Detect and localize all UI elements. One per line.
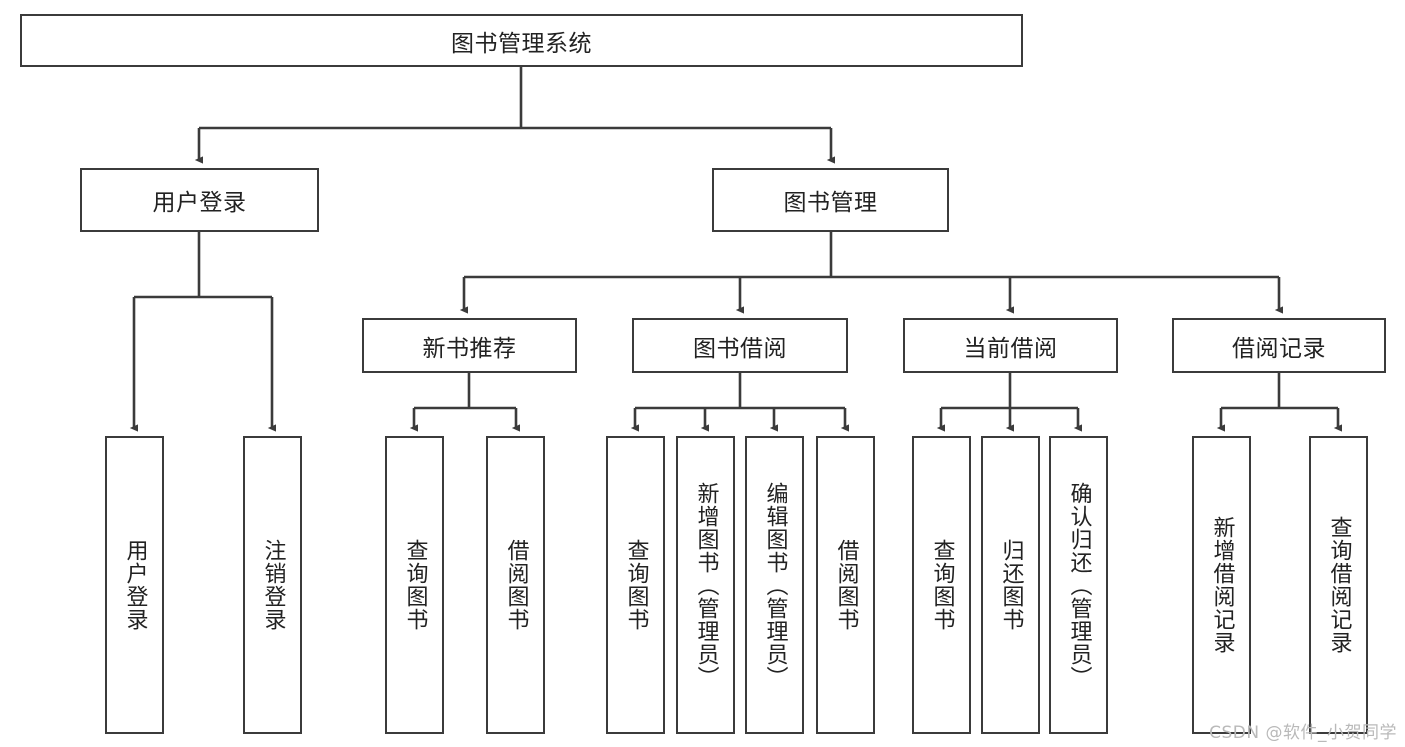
node-label: 用户登录 — [152, 190, 247, 216]
node-borrow-record[interactable]: 借阅记录 — [1172, 318, 1386, 373]
node-label: 新增借阅记录 — [1209, 516, 1235, 654]
node-label: 查询图书 — [623, 539, 649, 631]
watermark: CSDN @软件_小贺同学 — [1209, 723, 1397, 743]
node-label: 查询图书 — [402, 539, 428, 631]
node-label: 借阅记录 — [1232, 335, 1326, 362]
node-label: 新增图书（管理员） — [693, 481, 719, 689]
leaf-return-book[interactable]: 归还图书 — [981, 436, 1040, 734]
node-label: 用户登录 — [122, 539, 148, 631]
node-label: 确认归还（管理员） — [1066, 481, 1092, 689]
node-book-borrow[interactable]: 图书借阅 — [632, 318, 848, 373]
node-book-management[interactable]: 图书管理 — [712, 168, 949, 232]
leaf-query-book-current[interactable]: 查询图书 — [912, 436, 971, 734]
node-label: 编辑图书（管理员） — [762, 481, 788, 689]
node-label: 借阅图书 — [833, 539, 859, 631]
node-label: 归还图书 — [998, 539, 1024, 631]
node-label: 借阅图书 — [503, 539, 529, 631]
node-label: 图书管理系统 — [451, 30, 592, 57]
node-label: 查询借阅记录 — [1326, 516, 1352, 654]
node-label: 注销登录 — [260, 539, 286, 631]
leaf-logout-login[interactable]: 注销登录 — [243, 436, 302, 734]
node-current-borrow[interactable]: 当前借阅 — [903, 318, 1118, 373]
leaf-borrow-book[interactable]: 借阅图书 — [816, 436, 875, 734]
node-label: 当前借阅 — [963, 335, 1058, 362]
node-label: 图书借阅 — [693, 335, 787, 362]
node-label: 查询图书 — [929, 539, 955, 631]
node-label: 新书推荐 — [422, 335, 517, 362]
leaf-confirm-return-admin[interactable]: 确认归还（管理员） — [1049, 436, 1108, 734]
leaf-query-borrow-record[interactable]: 查询借阅记录 — [1309, 436, 1368, 734]
leaf-edit-book-admin[interactable]: 编辑图书（管理员） — [745, 436, 804, 734]
leaf-add-borrow-record[interactable]: 新增借阅记录 — [1192, 436, 1251, 734]
leaf-add-book-admin[interactable]: 新增图书（管理员） — [676, 436, 735, 734]
leaf-borrow-book-recommend[interactable]: 借阅图书 — [486, 436, 545, 734]
node-user-login[interactable]: 用户登录 — [80, 168, 319, 232]
leaf-user-login[interactable]: 用户登录 — [105, 436, 164, 734]
node-root-book-management-system[interactable]: 图书管理系统 — [20, 14, 1023, 67]
node-label: 图书管理 — [783, 190, 878, 216]
node-new-book-recommend[interactable]: 新书推荐 — [362, 318, 577, 373]
leaf-query-book-borrow[interactable]: 查询图书 — [606, 436, 665, 734]
leaf-query-book-recommend[interactable]: 查询图书 — [385, 436, 444, 734]
